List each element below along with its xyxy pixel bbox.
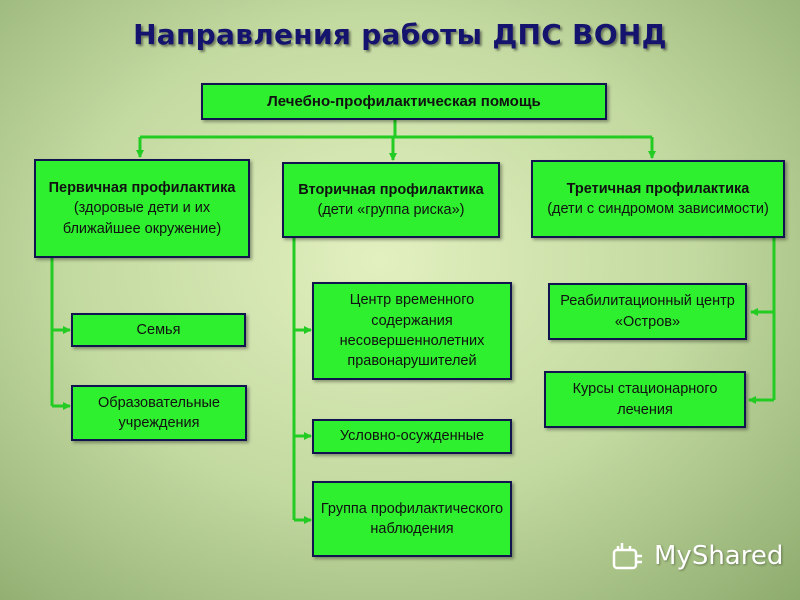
watermark-text: MyShared [654, 541, 784, 571]
family-label: Семья [136, 321, 181, 338]
secondary-header-detail: (дети «группа риска») [317, 202, 465, 218]
primary-header-title: Первичная профилактика [48, 180, 236, 197]
family-box: Семья [71, 313, 246, 347]
secondary-header-box: Вторичная профилактика (дети «группа рис… [282, 162, 500, 238]
educational-institutions-box: Образовательные учреждения [71, 385, 247, 441]
inpatient-courses-label: Курсы стационарного лечения [572, 381, 718, 418]
probation-box: Условно-осужденные [312, 419, 512, 454]
diagram-title: Направления работы ДПС ВОНД [133, 18, 667, 51]
detention-center-label: Центр временного содержания несовершенно… [339, 292, 485, 370]
rehab-center-label: Реабилитационный центр «Остров» [560, 293, 735, 330]
myshared-watermark: MyShared [608, 536, 783, 576]
myshared-logo-icon [612, 543, 642, 570]
probation-label: Условно-осужденные [339, 428, 485, 445]
primary-header-detail: (здоровые дети и их ближайшее окружение) [62, 200, 222, 237]
tertiary-header-detail: (дети с синдромом зависимости) [547, 201, 769, 217]
root-label: Лечебно-профилактическая помощь [267, 93, 541, 110]
primary-header-box: Первичная профилактика (здоровые дети и … [34, 159, 250, 258]
observation-group-box: Группа профилактического наблюдения [312, 481, 512, 557]
tertiary-header-title: Третичная профилактика [566, 180, 750, 197]
root-box: Лечебно-профилактическая помощь [201, 83, 607, 120]
inpatient-courses-box: Курсы стационарного лечения [544, 371, 746, 428]
detention-center-box: Центр временного содержания несовершенно… [312, 282, 512, 380]
secondary-header-title: Вторичная профилактика [298, 181, 484, 198]
observation-group-label: Группа профилактического наблюдения [320, 500, 504, 537]
tertiary-header-box: Третичная профилактика (дети с синдромом… [531, 160, 785, 238]
educational-institutions-label: Образовательные учреждения [98, 394, 220, 431]
rehab-center-box: Реабилитационный центр «Остров» [548, 283, 747, 340]
